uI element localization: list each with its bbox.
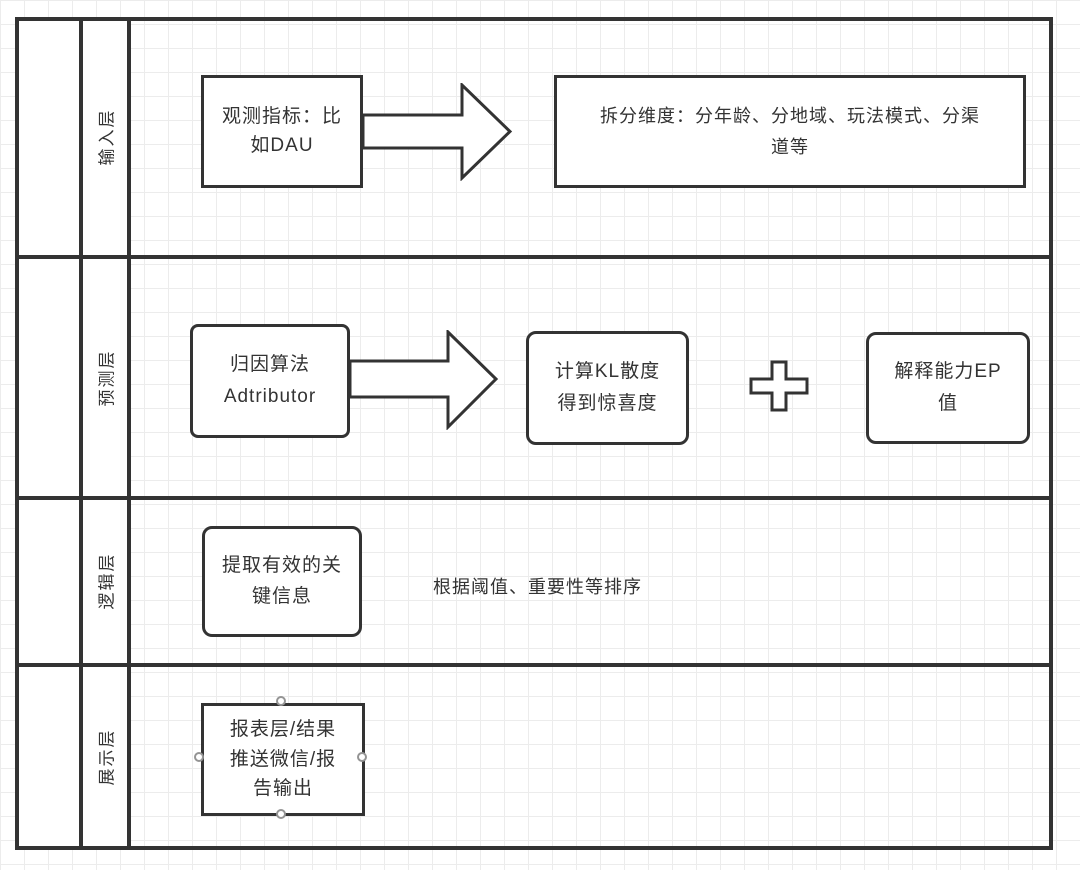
pool-frame <box>15 17 1053 850</box>
block-arrow-right-1[interactable] <box>361 83 514 181</box>
connection-handle-left[interactable] <box>194 752 204 762</box>
lane-label-divider <box>127 17 131 850</box>
lane-divider-2 <box>15 496 1053 500</box>
plus-icon[interactable] <box>749 360 809 413</box>
kl-divergence-box[interactable]: 计算KL散度 得到惊喜度 <box>526 331 689 445</box>
lane-label-display[interactable]: 展示层 <box>97 728 117 786</box>
lane-header-background <box>15 17 129 850</box>
pool-title-divider <box>79 17 83 850</box>
connection-handle-top[interactable] <box>276 696 286 706</box>
observe-metric-box[interactable]: 观测指标：比 如DAU <box>201 75 363 188</box>
split-dimension-box[interactable]: 拆分维度：分年龄、分地域、玩法模式、分渠 道等 <box>554 75 1026 188</box>
explain-power-ep-box[interactable]: 解释能力EP 值 <box>866 332 1030 444</box>
extract-key-info-box[interactable]: 提取有效的关 键信息 <box>202 526 362 637</box>
lane-label-logic[interactable]: 逻辑层 <box>97 552 117 610</box>
sort-by-threshold-note[interactable]: 根据阈值、重要性等排序 <box>433 577 642 597</box>
lane-divider-1 <box>15 255 1053 259</box>
attribution-algorithm-box[interactable]: 归因算法 Adtributor <box>190 324 350 438</box>
lane-divider-3 <box>15 663 1053 667</box>
connection-handle-bottom[interactable] <box>276 809 286 819</box>
lane-label-input[interactable]: 输入层 <box>97 108 117 166</box>
report-output-box[interactable]: 报表层/结果 推送微信/报 告输出 <box>201 703 365 816</box>
block-arrow-right-2[interactable] <box>348 330 500 430</box>
lane-label-predict[interactable]: 预测层 <box>97 349 117 407</box>
connection-handle-right[interactable] <box>357 752 367 762</box>
